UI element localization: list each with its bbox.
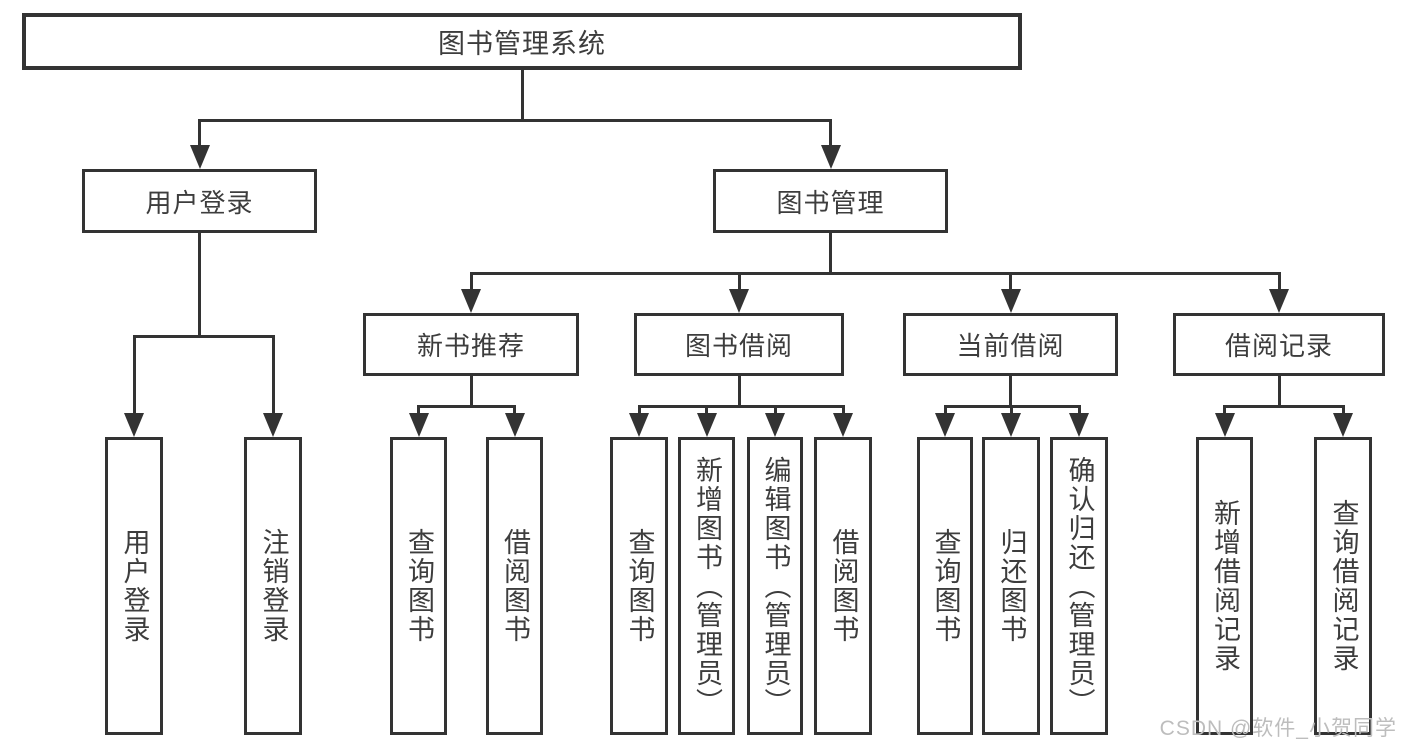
node-leaf-bb-borrow: 借阅图书: [814, 437, 872, 735]
connector-bar-login: [132, 334, 275, 338]
connector-stub-mgmt-0: [469, 273, 473, 297]
arrow-down-icon: [729, 289, 749, 313]
arrow-down-icon: [1069, 413, 1089, 437]
connector-stub-root-1: [829, 120, 832, 153]
arrow-down-icon: [1269, 289, 1289, 313]
node-leaf-cb-query: 查询图书: [917, 437, 973, 735]
node-leaf-bb-add: 新增图书（管理员）: [678, 437, 735, 735]
connector-stub-login-0: [132, 336, 136, 421]
node-leaf-cb-return: 归还图书: [982, 437, 1040, 735]
node-leaf-br-add: 新增借阅记录: [1196, 437, 1253, 735]
node-leaf-logout: 注销登录: [244, 437, 302, 735]
arrow-down-icon: [1333, 413, 1353, 437]
arrow-down-icon: [696, 413, 717, 437]
connector-drop-borrowrecord: [1277, 376, 1281, 408]
arrow-down-icon: [189, 145, 210, 169]
arrow-down-icon: [1000, 289, 1021, 313]
arrow-down-icon: [461, 289, 481, 313]
node-leaf-bb-edit: 编辑图书（管理员）: [747, 437, 803, 735]
node-mgmt: 图书管理: [713, 169, 948, 233]
connector-bar-root: [198, 118, 832, 122]
node-bookborrow: 图书借阅: [634, 313, 844, 376]
node-leaf-user-login: 用户登录: [105, 437, 163, 735]
connector-stub-mgmt-2: [1009, 273, 1012, 297]
arrow-down-icon: [765, 413, 785, 437]
connector-drop-login: [198, 233, 201, 338]
node-leaf-br-query: 查询借阅记录: [1314, 437, 1372, 735]
node-login: 用户登录: [82, 169, 317, 233]
node-leaf-nb-borrow: 借阅图书: [486, 437, 543, 735]
connector-stub-mgmt-1: [737, 273, 741, 297]
arrow-down-icon: [833, 413, 853, 437]
connector-drop-newbook: [469, 376, 473, 408]
connector-stub-root-0: [198, 120, 201, 153]
node-leaf-cb-confirm: 确认归还（管理员）: [1050, 437, 1108, 735]
connector-stub-mgmt-3: [1277, 273, 1281, 297]
connector-bar-borrowrecord: [1223, 404, 1345, 408]
watermark: CSDN @软件_小贺同学: [1159, 717, 1397, 740]
arrow-down-icon: [1214, 413, 1235, 437]
arrow-down-icon: [263, 413, 283, 437]
connector-drop-currentborrow: [1009, 376, 1012, 408]
node-newbook: 新书推荐: [363, 313, 579, 376]
arrow-down-icon: [124, 413, 144, 437]
connector-stub-login-1: [271, 336, 275, 421]
connector-bar-bookborrow: [637, 404, 845, 408]
connector-bar-newbook: [417, 404, 516, 408]
arrow-down-icon: [504, 413, 525, 437]
arrow-down-icon: [820, 145, 841, 169]
connector-drop-mgmt: [829, 233, 832, 275]
connector-drop-bookborrow: [737, 376, 741, 408]
node-currentborrow: 当前借阅: [903, 313, 1118, 376]
connector-bar-mgmt: [469, 271, 1281, 275]
arrow-down-icon: [935, 413, 955, 437]
node-root: 图书管理系统: [22, 13, 1022, 70]
node-leaf-nb-query: 查询图书: [390, 437, 447, 735]
arrow-down-icon: [629, 413, 649, 437]
node-leaf-bb-query: 查询图书: [610, 437, 668, 735]
node-borrowrecord: 借阅记录: [1173, 313, 1385, 376]
arrow-down-icon: [408, 413, 429, 437]
connector-drop-root: [520, 70, 524, 122]
arrow-down-icon: [1001, 413, 1021, 437]
